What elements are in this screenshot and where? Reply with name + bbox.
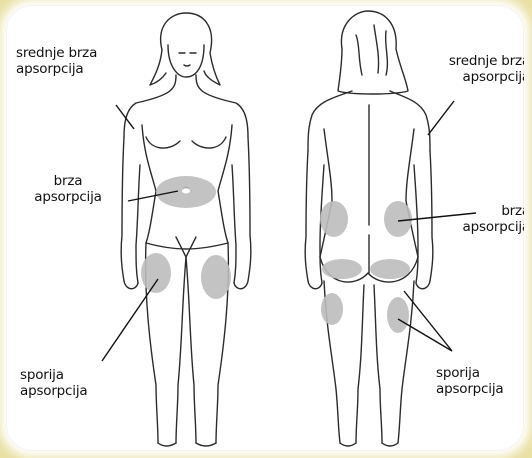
label-front-upper-arm: srednje brza apsorpcija — [16, 45, 97, 77]
figure-panel: srednje brza apsorpcija brza apsorpcija … — [6, 5, 524, 451]
front-body — [121, 13, 251, 446]
label-front-abdomen: brza apsorpcija — [12, 173, 124, 205]
back-right-buttock-zone — [370, 259, 410, 279]
back-left-hip-zone — [320, 201, 348, 237]
label-back-buttock: sporija apsorpcija — [436, 365, 503, 397]
back-left-thigh-zone — [321, 293, 343, 325]
back-left-buttock-zone — [322, 259, 362, 279]
back-right-thigh-zone — [387, 297, 409, 333]
label-front-thigh: sporija apsorpcija — [20, 367, 87, 399]
front-right-thigh-zone — [201, 255, 231, 299]
label-back-upper-arm: srednje brza apsorpcija — [410, 53, 524, 85]
label-back-hip: brza apsorpcija — [410, 203, 524, 235]
front-left-thigh-zone — [141, 253, 171, 293]
back-right-hip-zone — [384, 201, 412, 237]
